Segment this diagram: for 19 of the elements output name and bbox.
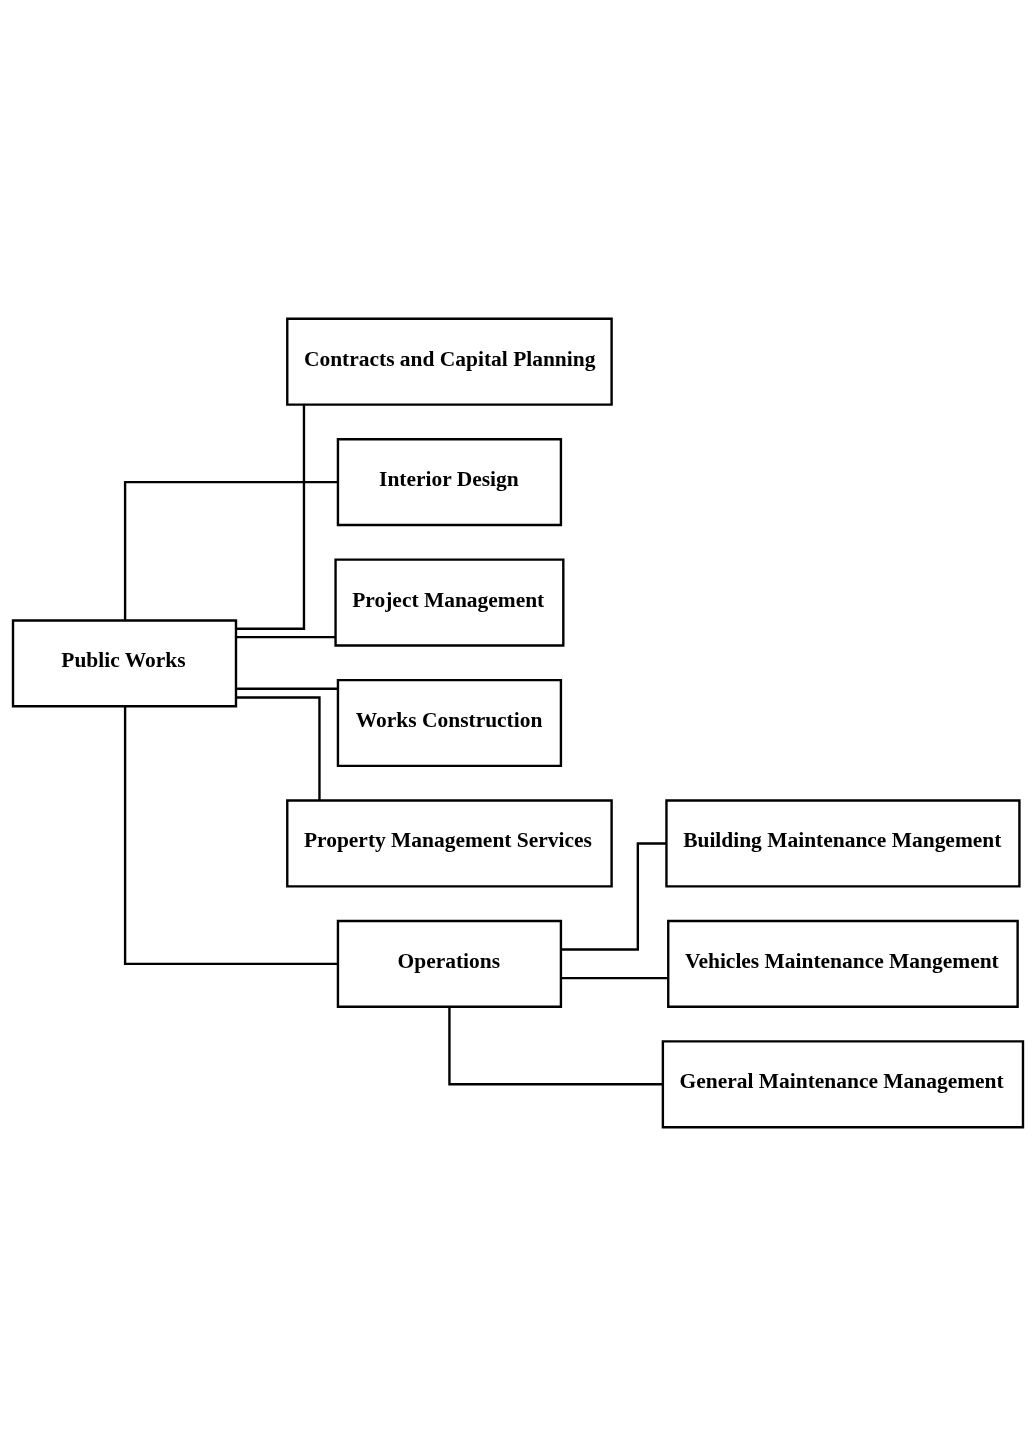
node-box: Vehicles Maintenance Mangement: [667, 919, 1019, 1008]
node-box: Interior Design: [336, 437, 563, 526]
connector: [123, 705, 338, 965]
connector: [236, 687, 338, 690]
node-box: Building Maintenance Mangement: [665, 798, 1021, 888]
node-box: Operations: [336, 919, 563, 1008]
connector: [561, 841, 667, 951]
connector: [561, 976, 669, 979]
connector: [123, 480, 338, 620]
node-box: General Maintenance Management: [661, 1039, 1025, 1128]
node-box: Works Construction: [336, 678, 563, 767]
node-box: Public Works: [11, 618, 238, 707]
connector: [448, 1006, 663, 1085]
connector: [236, 404, 306, 630]
node-box: Project Management: [334, 557, 565, 647]
connector: [236, 695, 321, 800]
connector: [236, 635, 336, 638]
node-box: Contracts and Capital Planning: [286, 317, 613, 406]
node-box: Property Management Services: [286, 798, 613, 888]
